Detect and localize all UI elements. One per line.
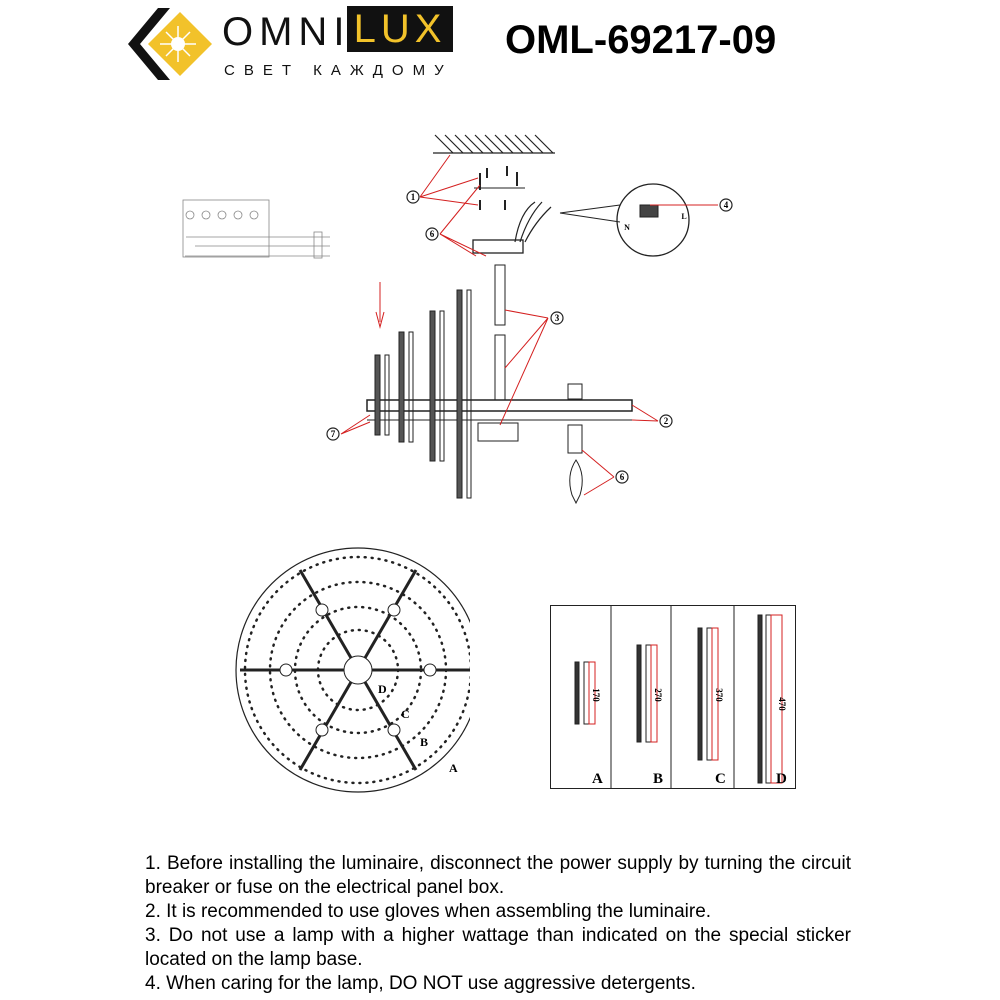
brand-omni: OMNI [222, 10, 351, 54]
brand-tagline: СВЕТ КАЖДОМУ [224, 62, 453, 79]
rod-size-chart: 170 270 370 470 A B C D [550, 605, 796, 789]
callout-7: 7 [331, 429, 336, 439]
model-number: OML-69217-09 [505, 18, 777, 62]
rod-c [697, 627, 719, 761]
length-a: 170 [591, 688, 601, 702]
bulb-icon [569, 459, 583, 505]
rod-d [757, 614, 783, 784]
top-label-a: A [449, 761, 458, 775]
top-view-diagram: A B C D [235, 547, 470, 793]
wiring-schematic [182, 199, 330, 259]
instruction-2: 2. It is recommended to use gloves when … [145, 901, 712, 922]
panel-letter-a: A [592, 771, 603, 787]
wiring-detail-circle [616, 183, 690, 257]
rod-a [574, 661, 596, 725]
omnilux-logo-icon [128, 8, 212, 80]
callout-1: 1 [411, 192, 416, 202]
assembly-diagram: 1 6 4 3 2 7 6 L N [182, 134, 733, 505]
wire-label-l: L [681, 212, 686, 221]
mounting-screws [474, 166, 525, 210]
panel-letter-c: C [715, 771, 726, 787]
frame [366, 399, 633, 412]
callout-6b: 6 [620, 472, 625, 482]
canopy [472, 239, 524, 254]
length-c: 370 [714, 688, 724, 702]
callout-2: 2 [664, 416, 669, 426]
instruction-4: 4. When caring for the lamp, DO NOT use … [145, 973, 696, 994]
top-label-b: B [420, 735, 428, 749]
glass-rods [374, 289, 472, 499]
top-label-d: D [378, 682, 387, 696]
top-label-c: C [401, 707, 410, 721]
rod-b [636, 644, 658, 743]
length-d: 470 [777, 697, 787, 711]
brand-lux: LUX [347, 6, 453, 52]
wire-label-n: N [624, 223, 630, 232]
safety-instructions: 1. Before installing the luminaire, disc… [145, 852, 851, 996]
panel-letter-b: B [653, 771, 663, 787]
ceiling [433, 134, 555, 154]
callout-6: 6 [430, 229, 435, 239]
callout-4: 4 [724, 200, 729, 210]
instruction-3: 3. Do not use a lamp with a higher watta… [145, 925, 851, 970]
length-b: 270 [653, 688, 663, 702]
callout-3: 3 [555, 313, 560, 323]
panel-letter-d: D [776, 771, 787, 787]
instruction-1: 1. Before installing the luminaire, disc… [145, 853, 851, 898]
